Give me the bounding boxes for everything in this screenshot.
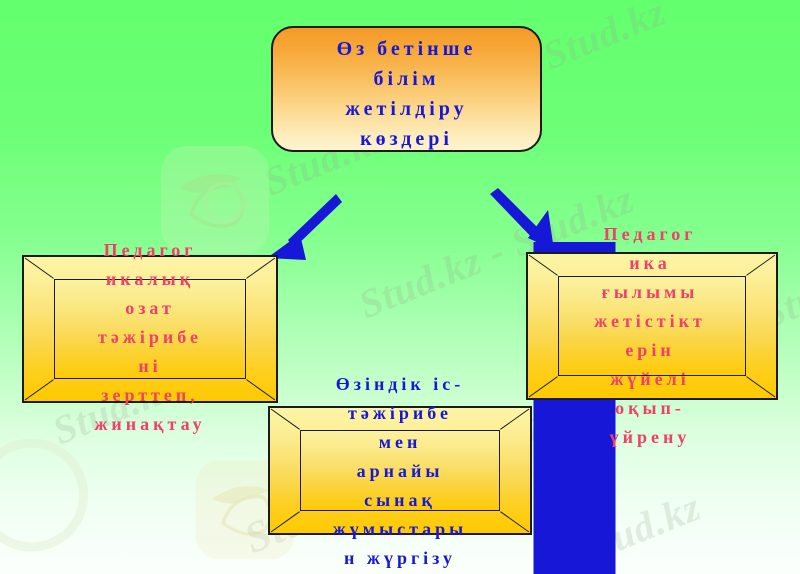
title-line: Өз бетінше (336, 38, 477, 60)
node-text-line: н жүргізу (344, 548, 456, 568)
node-box-left-inner (54, 279, 246, 379)
node-box-bottom-inner (300, 430, 500, 511)
watermark-text: Stud.kz (536, 0, 672, 79)
title-line: білім (373, 68, 440, 90)
node-text-line: жинақтау (94, 414, 206, 434)
watermark-logo-icon (0, 430, 90, 560)
watermark-logo-icon (150, 140, 280, 260)
node-text-line: Өзіндік іс- (335, 374, 465, 394)
node-box-left (22, 255, 278, 403)
title-line: көздері (360, 128, 453, 150)
node-text-line: Педагог (603, 224, 697, 244)
node-text-line: үйрену (609, 427, 691, 447)
title-line: жетілдіру (345, 98, 468, 120)
node-box-right (526, 252, 778, 400)
node-box-right-inner (558, 276, 746, 376)
node-box-bottom (268, 406, 532, 535)
title-box: Өз бетінше білім жетілдіру көздері (271, 26, 542, 152)
watermark-text: Stud.kz (571, 483, 707, 574)
